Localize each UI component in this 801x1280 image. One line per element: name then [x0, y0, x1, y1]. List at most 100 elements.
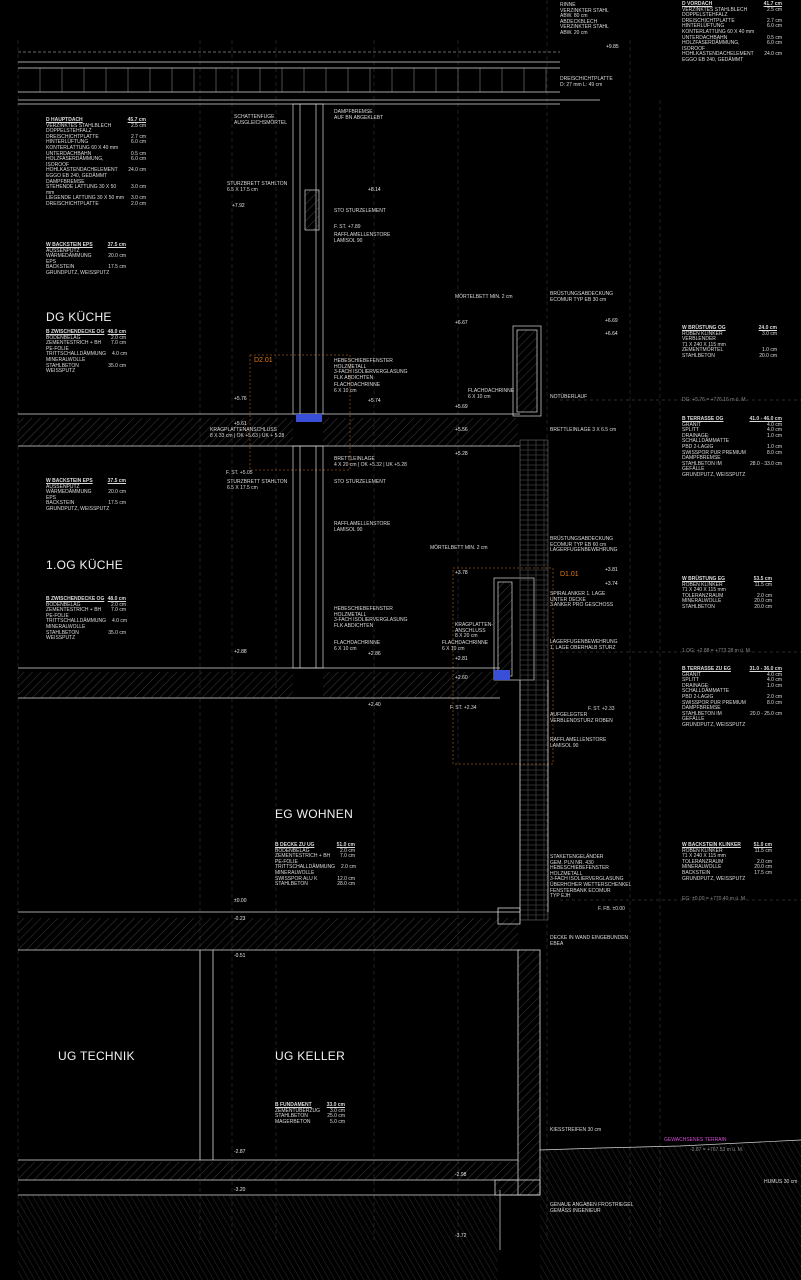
spec-total: 51.0 cm	[753, 842, 772, 848]
layer-name: STAHLBETON	[46, 629, 79, 636]
layer-name: STAHLBETON	[46, 362, 79, 369]
layer-thickness: 2.0 cm	[110, 601, 126, 608]
layer-name: ROBEN KLINKER	[682, 847, 723, 854]
layer-name: MAGERBETON	[275, 1118, 311, 1125]
ug-structure	[18, 949, 541, 1196]
note-brettleinlage-dg: BRETTLEINLAGE 3 X 6.5 cm	[550, 427, 617, 433]
spec-layer: DAMPFBREMSE	[682, 706, 782, 712]
spec-total: 37.5 cm	[107, 478, 126, 484]
layer-name: WÄRMEDÄMMUNG EPS	[46, 253, 92, 265]
abs-level-terrain: -2.87 = +767.53 m ü. M.	[690, 1147, 744, 1153]
layer-thickness: 6.0 cm	[130, 139, 146, 146]
note-aufgelegter: AUFGELEGTER VERBLENDSTURZ ROBEN	[550, 712, 613, 724]
layer-thickness: 3.0 cm	[130, 184, 146, 191]
layer-thickness: 2.0 cm	[756, 858, 772, 865]
layer-thickness: 20.0 cm	[754, 864, 772, 871]
layer-name: UNTERDACHBAHN	[682, 34, 728, 41]
layer-name: BODENBELAG	[46, 601, 81, 608]
layer-name: TOLERANZRAUM	[682, 858, 724, 865]
layer-thickness: 20.0 cm	[759, 352, 777, 359]
layer-thickness: 3.0 cm	[761, 330, 777, 337]
layer-name: EGGO EB 240, GEDÄMMT	[46, 172, 108, 179]
level-mark: +6.69	[605, 318, 618, 324]
layer-thickness: 1.0 cm	[766, 443, 782, 450]
slab-dg	[18, 413, 520, 447]
layer-name: MINERALWOLLE	[275, 869, 315, 876]
note-raff-og: RAFFLAMELLENSTORE LAMISOL 90	[334, 521, 391, 533]
note-decke-wand: DECKE IN WAND EINGEBUNDEN EBEA	[550, 935, 629, 947]
layer-name: DRAINAGE:	[682, 682, 710, 689]
level-mark: +9.85	[606, 44, 619, 50]
spec-total: 48.0 cm	[107, 596, 126, 602]
layer-thickness: 8.0 cm	[766, 699, 782, 706]
layer-name: MINERALWOLLE	[46, 356, 86, 363]
layer-name: WEISSPUTZ	[46, 368, 76, 375]
note-dreischicht: DREISCHICHTPLATTE D: 27 mm L: 49 cm	[560, 76, 613, 88]
layer-name: KONTERLATTUNG 60 X 40 mm	[682, 28, 755, 35]
layer-name: ZEMENTESTRICH + BH	[46, 340, 102, 347]
level-mark: +6.64	[605, 331, 618, 337]
d101-detail-box	[452, 567, 554, 765]
layer-name: GRUNDPUTZ, WEISSPUTZ	[46, 505, 110, 512]
level-mark: +5.28	[455, 451, 468, 457]
spec-title-text: B ZWISCHENDECKE OG	[46, 329, 105, 335]
layer-name: SWISSPOR PUR PREMIUM	[682, 699, 746, 706]
layer-thickness: 11.5 cm	[754, 581, 772, 588]
layer-thickness: 2.0 cm	[110, 334, 126, 341]
layer-thickness: 2.0 cm	[341, 864, 357, 871]
slab-eg	[18, 907, 521, 951]
spec-total: 41.0 - 46.0 cm	[749, 416, 782, 422]
layer-name: HOLZFASERDÄMMUNG, ISOROOF	[682, 40, 740, 52]
note-flachdach-og2: FLACHDACHRINNE 6 X 10 cm	[442, 640, 489, 652]
layer-thickness: 7.0 cm	[110, 607, 126, 614]
spec-title-text: D VORDACH	[682, 1, 713, 7]
layer-thickness: 20.0 cm	[754, 603, 772, 610]
level-mark: +5.74	[368, 398, 381, 404]
spec-layer: SCHALLDÄMMATTE	[682, 689, 782, 695]
note-frostriegel: GENAUE ANGABEN FROSTRIEGEL GEMÄSS INGENI…	[550, 1202, 634, 1214]
layer-name: DOPPELSTEHFALZ	[46, 128, 92, 135]
layer-thickness: 7.0 cm	[339, 853, 355, 860]
spec-layer: GRUNDPUTZ, WEISSPUTZ	[682, 876, 772, 883]
detail-tag-d201: D2.01	[254, 357, 273, 364]
layer-name: SPLITT	[682, 427, 699, 434]
note-schattenfuge: SCHATTENFUGE AUSGLEICHSMÖRTEL	[234, 114, 287, 126]
layer-name: TRITTSCHALLDÄMMUNG	[46, 351, 107, 358]
note-dampfbremse: DAMPFBREMSE AUF BN ABGEKLEBT	[334, 109, 384, 121]
layer-thickness: 25.0 cm	[327, 1113, 345, 1120]
spec-layer: ZEMENTESTRICH + BH 7.0 cm	[275, 854, 355, 860]
note-spiralanker: SPIRALANKER 1. LAGE UNTER DECKE 3 ANKER …	[550, 591, 614, 609]
note-bruestungsabd-dg: BRÜSTUNGSABDECKUNG ECOMUR TYP EB 30 cm	[550, 291, 614, 303]
layer-thickness: 2.5 cm	[130, 122, 146, 129]
level-mark: +2.40	[368, 702, 381, 708]
layer-name: ZEMENTESTRICH + BH	[275, 853, 331, 860]
note-sto-og: STO STURZELEMENT	[334, 479, 386, 485]
spec-total: 53.5 cm	[753, 576, 772, 582]
spec-title-text: B TERRASSE OG	[682, 416, 724, 422]
layer-thickness: 8.0 cm	[766, 449, 782, 456]
terrain	[18, 1139, 801, 1280]
